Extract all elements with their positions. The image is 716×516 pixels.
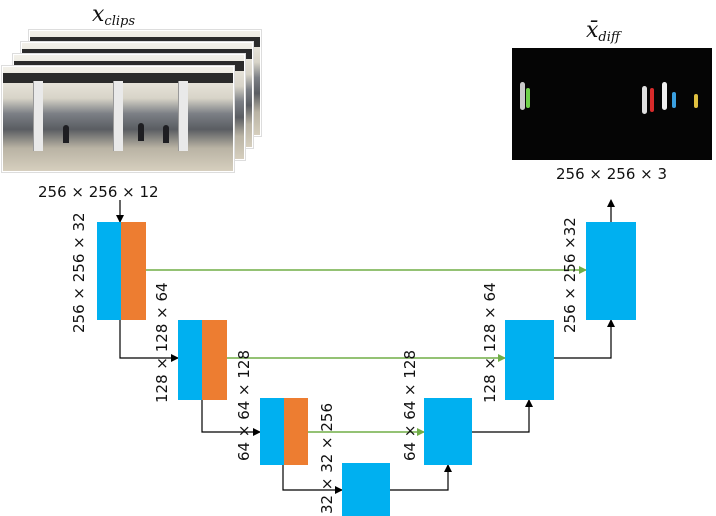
output-symbol: x̄diff — [586, 18, 621, 45]
down-arrow-1 — [119, 320, 179, 362]
up-arrow-1 — [390, 464, 452, 491]
encoder-dims-label-3: 64 × 64 × 128 — [235, 349, 253, 461]
encoder-block-2 — [178, 320, 227, 400]
decoder-block-1 — [424, 398, 472, 465]
decoder-dims-label-1: 64 × 64 × 128 — [401, 349, 419, 461]
input-symbol: xclips — [92, 2, 136, 29]
encoder-dims-label-2: 128 × 128 × 64 — [153, 282, 171, 403]
output-difference-image — [512, 48, 712, 160]
encoder-block-1 — [97, 222, 146, 320]
encoder-dims-label-1: 256 × 256 × 32 — [70, 212, 88, 333]
down-arrow-3 — [282, 465, 343, 494]
output-dims-label: 256 × 256 × 3 — [556, 165, 668, 183]
up-arrow-3 — [554, 319, 615, 359]
decoder-dims-label-3: 256 × 256 ×32 — [561, 217, 579, 333]
decoder-dims-label-2: 128 × 128 × 64 — [481, 282, 499, 403]
input-dims-label: 256 × 256 × 12 — [38, 183, 159, 201]
down-arrow-2 — [201, 400, 261, 436]
input-frame — [2, 66, 234, 172]
encoder-block-3 — [260, 398, 308, 465]
up-arrow-2 — [472, 399, 533, 433]
decoder-block-2 — [505, 320, 554, 400]
bottleneck-block — [342, 463, 390, 516]
decoder-block-3 — [586, 222, 636, 320]
bottleneck-dims-label: 32 × 32 × 256 — [318, 402, 336, 514]
